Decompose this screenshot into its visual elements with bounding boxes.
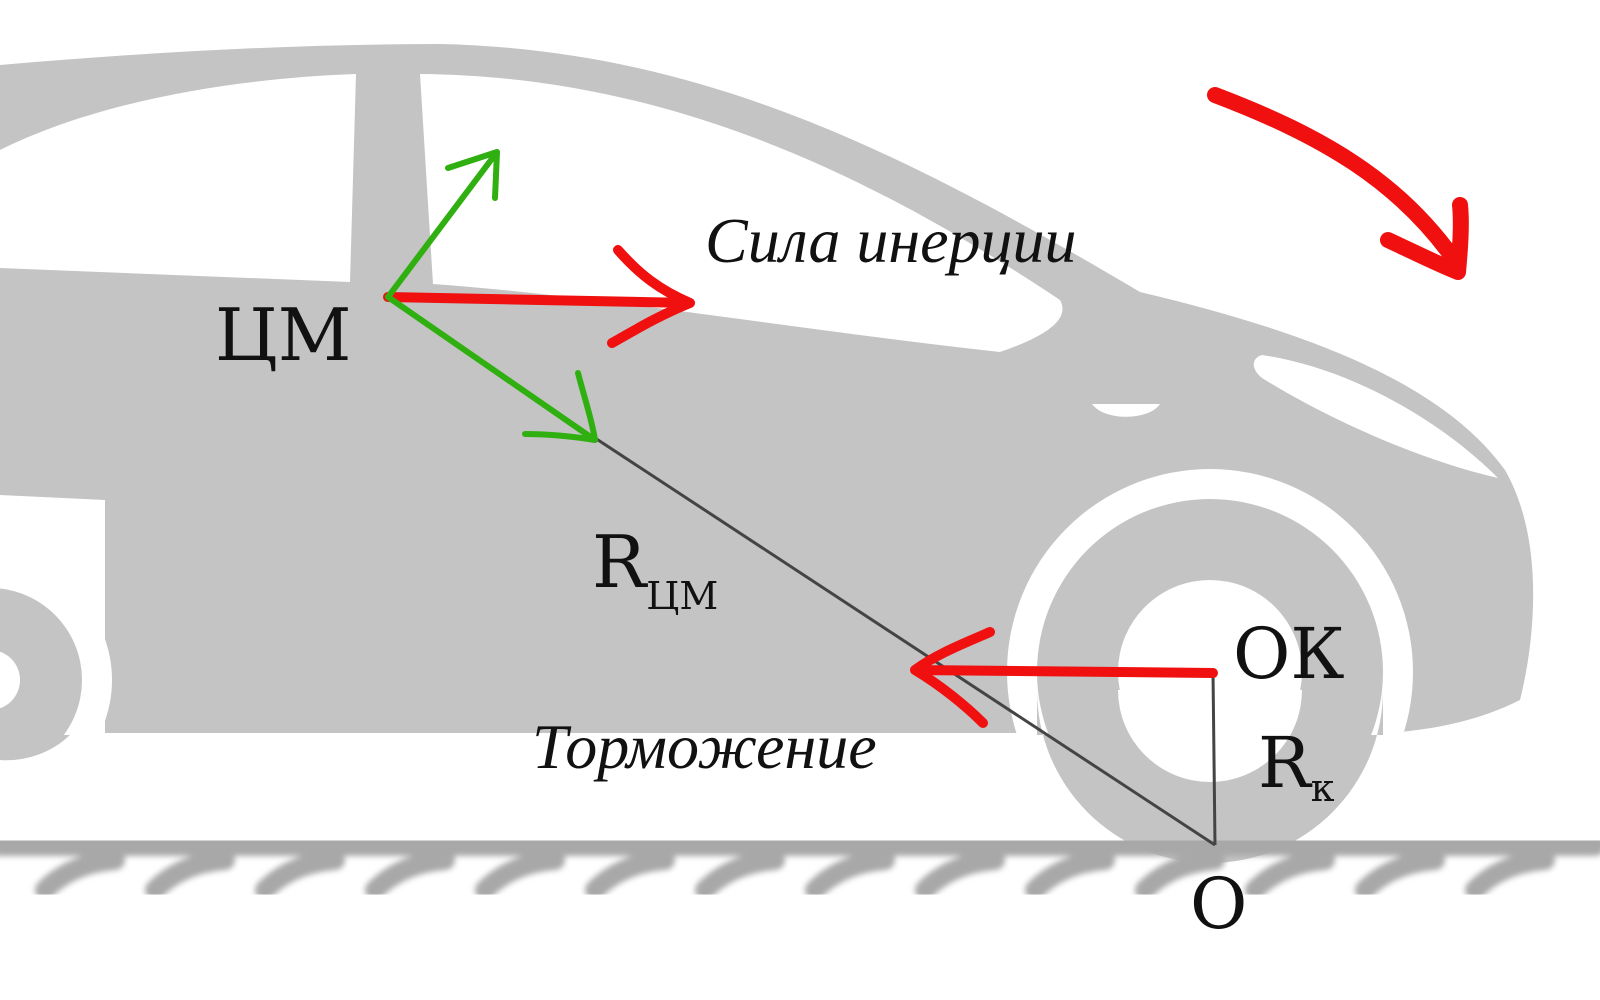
green-component-arrow-down — [385, 294, 598, 443]
ground-hatch-mark — [35, 850, 125, 900]
ground-hatch-mark — [915, 850, 1005, 900]
front-wheel-hub-lower — [1118, 690, 1302, 782]
radius-cm-main: R — [592, 520, 648, 604]
rear-wheel-lower — [0, 735, 70, 761]
ground-hatch-mark — [805, 850, 895, 900]
ground-hatch-mark — [1245, 850, 1335, 900]
radius-cm-sub: ЦМ — [646, 574, 718, 618]
ground-hatch-mark — [1135, 850, 1225, 900]
ground-hatch-mark — [1025, 850, 1115, 900]
ground-hatch-mark — [1355, 850, 1445, 900]
headlight — [1253, 355, 1498, 478]
ground-hatch-mark — [1465, 850, 1555, 900]
label-inertia-force: Сила инерции — [705, 205, 1077, 276]
radius-wheel-line — [1211, 671, 1217, 846]
ground-hatch-mark — [695, 850, 785, 900]
rotation-arrow — [1207, 87, 1469, 280]
ground — [0, 834, 1600, 900]
label-wheel-center: ОК — [1233, 613, 1345, 695]
front-window — [420, 74, 1063, 352]
braking-force-arrow — [910, 627, 1218, 728]
rear-wheel-hub — [0, 651, 20, 709]
label-radius-wheel: Rк — [1258, 722, 1335, 810]
car-silhouette — [0, 44, 1600, 875]
door-handle — [1092, 404, 1160, 417]
force-arrows — [383, 87, 1469, 728]
ground-hatch-mark — [475, 850, 565, 900]
label-radius-cm: RЦМ — [592, 520, 718, 618]
green-component-arrow-up — [385, 149, 500, 300]
rear-wheel — [0, 588, 82, 772]
ground-hatch — [35, 850, 1555, 900]
label-contact-point: O — [1190, 863, 1247, 945]
radius-cm-line — [594, 436, 1216, 847]
label-braking: Торможение — [532, 711, 877, 782]
ground-hatch-mark — [145, 850, 235, 900]
label-center-of-mass: ЦМ — [215, 293, 352, 377]
rear-window — [0, 74, 356, 282]
ground-hatch-mark — [585, 850, 675, 900]
inertia-force-arrow — [383, 245, 695, 348]
radius-wheel-sub: к — [1311, 766, 1335, 810]
ground-hatch-mark — [255, 850, 345, 900]
radius-wheel-main: R — [1258, 722, 1313, 804]
ground-hatch-mark — [365, 850, 455, 900]
